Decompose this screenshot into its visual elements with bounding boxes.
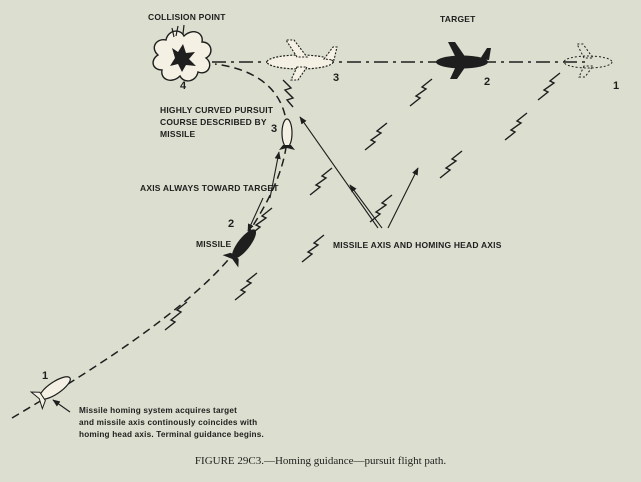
axis-pointer-arrow-lower	[247, 197, 264, 232]
position-number-target-2: 2	[484, 76, 491, 88]
aircraft-outline-icon	[266, 39, 338, 81]
pursuit-course-label: HIGHLY CURVED PURSUIT COURSE DESCRIBED B…	[160, 104, 273, 140]
collision-point-label: COLLISION POINT	[148, 12, 226, 22]
missile-1-icon	[29, 376, 71, 411]
acquisition-note-line-3: homing head axis. Terminal guidance begi…	[79, 430, 264, 439]
acquisition-note: Missile homing system acquires target an…	[79, 405, 264, 441]
signal-zigzag	[537, 72, 561, 101]
axis-pointer-arrow-upper	[269, 151, 281, 199]
position-number-aircraft-3: 3	[333, 72, 340, 84]
signal-zigzag	[409, 78, 433, 107]
position-number-missile-3: 3	[271, 123, 278, 135]
pursuit-course-line-1: HIGHLY CURVED PURSUIT	[160, 105, 274, 115]
missile-axis-arrow-2	[349, 184, 383, 229]
target-aircraft-icon	[436, 42, 491, 79]
acquisition-note-line-2: and missile axis continously coincides w…	[79, 418, 258, 427]
missile-axis-arrow-3	[387, 167, 419, 229]
signal-zigzag	[234, 272, 258, 301]
figure-caption: FIGURE 29C3.—Homing guidance—pursuit fli…	[194, 455, 447, 467]
acquisition-pointer-arrow	[52, 399, 71, 413]
pursuit-course-line-2: COURSE DESCRIBED BY	[160, 117, 267, 127]
signal-zigzag	[249, 207, 273, 236]
signal-zigzag	[164, 301, 188, 331]
missile-axis-label: MISSILE AXIS AND HOMING HEAD AXIS	[333, 240, 502, 250]
pointer-arrows	[52, 116, 419, 413]
position-number-aircraft-1: 1	[613, 80, 620, 92]
signal-zigzag	[364, 122, 388, 151]
aircraft-faint-icon	[563, 43, 613, 78]
signal-zigzag	[439, 150, 463, 179]
explosion-icon	[152, 24, 212, 82]
pursuit-course-line-3: MISSILE	[160, 129, 196, 139]
axis-toward-target-label: AXIS ALWAYS TOWARD TARGET	[140, 183, 279, 193]
missile-axis-arrow-1	[299, 116, 379, 229]
homing-signal-zigzags	[164, 72, 561, 331]
acquisition-note-line-1: Missile homing system acquires target	[79, 406, 238, 415]
position-number-missile-1: 1	[42, 370, 49, 382]
missile-pursuit-path	[11, 63, 288, 419]
target-label: TARGET	[440, 14, 476, 24]
missile-3-icon	[279, 118, 295, 150]
missile-label: MISSILE	[196, 239, 232, 249]
position-number-missile-2: 2	[228, 218, 235, 230]
signal-zigzag	[301, 234, 325, 263]
position-number-collision: 4	[180, 80, 187, 92]
signal-zigzag	[369, 194, 393, 223]
signal-zigzag	[309, 167, 333, 196]
signal-zigzag	[282, 79, 295, 108]
missile-2-icon	[222, 229, 257, 268]
signal-zigzag	[504, 112, 528, 141]
